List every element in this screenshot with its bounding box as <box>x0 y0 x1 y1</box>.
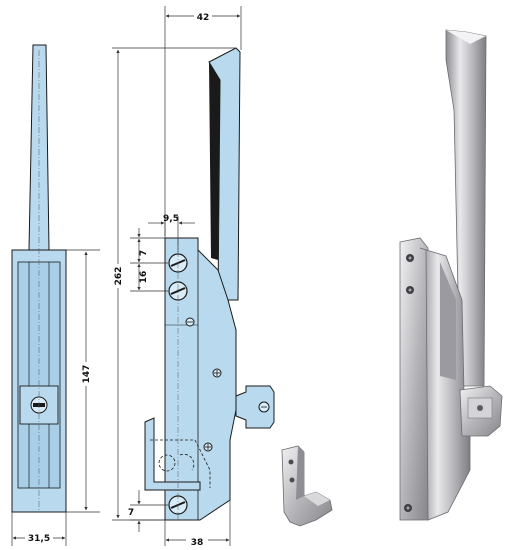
side-body <box>164 237 237 521</box>
side-rivet-3 <box>203 442 213 452</box>
side-view <box>144 47 275 521</box>
lower-gap-label: 7 <box>128 508 134 518</box>
side-strike-hook <box>144 417 201 491</box>
upper-gap-label: 7 <box>139 250 149 256</box>
side-rivet-1 <box>185 317 195 327</box>
front-view <box>11 44 67 513</box>
side-rivet-2 <box>212 368 222 378</box>
dimension-lower-height: 147 <box>66 249 100 513</box>
hole-offset-label: 9,5 <box>163 214 179 224</box>
front-width-label: 31,5 <box>28 534 50 544</box>
dimension-base-width: 38 <box>164 500 231 548</box>
base-width-label: 38 <box>191 538 204 546</box>
dimension-hole-offset: 9,5 <box>148 214 195 252</box>
top-width-label: 42 <box>197 13 210 23</box>
dimension-lower-spacing: 7 <box>128 490 168 532</box>
latch-photo <box>399 29 503 521</box>
dimension-top-width: 42 <box>164 6 242 238</box>
dimension-upper-spacing: 7 16 <box>130 228 168 292</box>
dimension-front-width: 31,5 <box>11 512 67 546</box>
overall-height-label: 262 <box>114 267 124 286</box>
hole-spacing-label: 16 <box>139 271 149 284</box>
dimension-overall-height: 262 <box>112 47 236 521</box>
lower-height-label: 147 <box>82 365 92 384</box>
strike-bracket-photo <box>281 445 333 527</box>
side-key-tab <box>235 385 275 429</box>
